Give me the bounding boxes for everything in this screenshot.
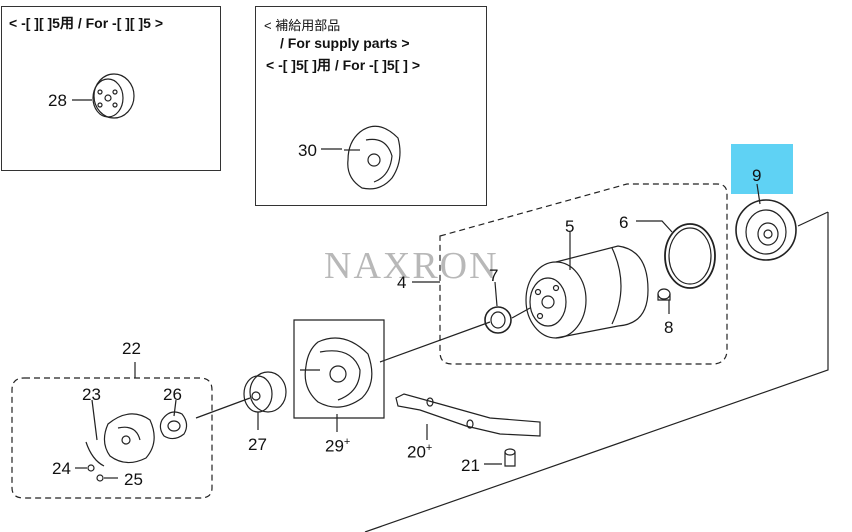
part-number-29: 29+ (325, 437, 350, 455)
part-number-20: 20+ (407, 443, 432, 461)
supply-parts-box: < 補給用部品 / For supply parts > < -[ ]5[ ]用… (255, 6, 487, 206)
part-20-plus-mark: + (425, 442, 433, 454)
part-number-20-value: 20 (407, 442, 426, 462)
part-number-29-value: 29 (325, 436, 344, 456)
part-number-23: 23 (82, 385, 101, 404)
supply-parts-label-jp: < 補給用部品 (264, 18, 341, 33)
part-number-6: 6 (619, 213, 629, 232)
supply-parts-label-model: < -[ ]5[ ]用 / For -[ ]5[ ] > (266, 57, 420, 73)
part-9-highlight (731, 144, 793, 194)
part-number-7: 7 (489, 266, 499, 285)
part-number-28: 28 (48, 91, 67, 110)
part-number-25: 25 (124, 470, 143, 489)
part-number-24: 24 (52, 459, 71, 478)
part-number-8: 8 (664, 318, 674, 337)
watermark: NAXRON (324, 245, 499, 287)
supply-parts-label-en: / For supply parts > (280, 35, 410, 51)
part-number-5: 5 (565, 217, 575, 236)
part-number-22: 22 (122, 339, 141, 358)
part-number-27: 27 (248, 435, 267, 454)
part-number-26: 26 (163, 385, 182, 404)
part-number-21: 21 (461, 456, 480, 475)
model-note-box: < -[ ][ ]5用 / For -[ ][ ]5 > (1, 6, 221, 171)
part-number-4: 4 (397, 273, 407, 292)
part-29-plus-mark: + (343, 436, 351, 448)
model-note-label: < -[ ][ ]5用 / For -[ ][ ]5 > (9, 15, 163, 31)
part-number-9: 9 (752, 166, 762, 185)
part-number-30: 30 (298, 141, 317, 160)
